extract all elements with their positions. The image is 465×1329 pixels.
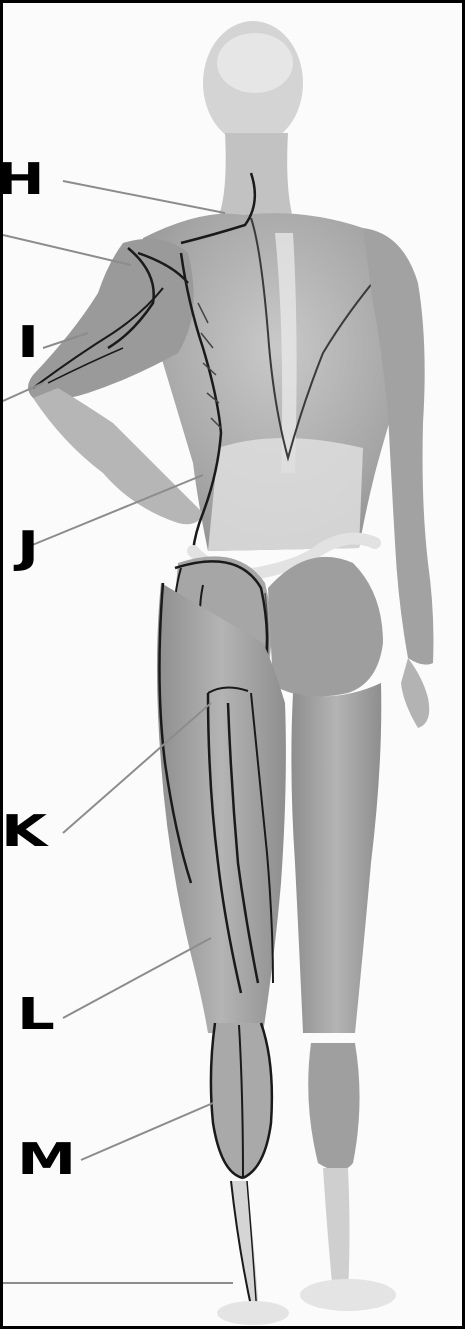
muscle-figure: [3, 3, 462, 1326]
label-l: L: [17, 993, 54, 1037]
leader-line-m: [81, 1103, 213, 1160]
leader-line-h: [63, 181, 225, 213]
head: [203, 21, 303, 218]
label-j: J: [17, 526, 38, 570]
calves: [211, 1023, 396, 1325]
label-k: K: [1, 810, 46, 854]
label-h: H: [0, 158, 43, 202]
leader-line-upper-arm: [3, 235, 131, 265]
leader-line-l: [63, 938, 211, 1018]
label-i: I: [17, 321, 38, 365]
label-m: M: [17, 1138, 75, 1182]
